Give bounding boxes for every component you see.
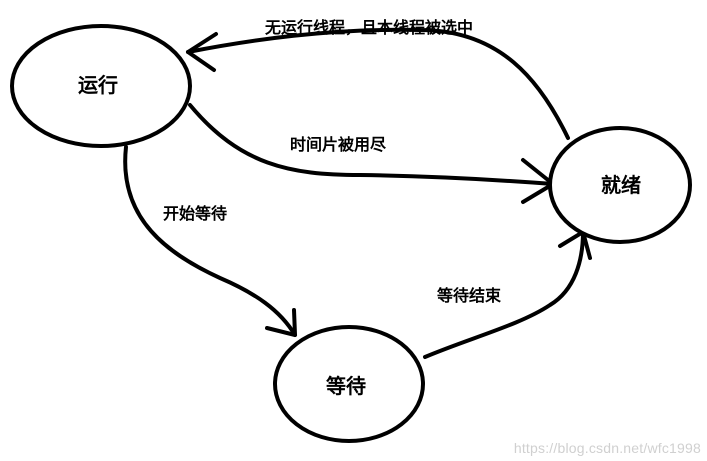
state-running-ellipse [10, 24, 192, 148]
state-ready-ellipse [548, 126, 692, 244]
state-waiting-label: 等待 [326, 374, 366, 398]
label-running-to-waiting: 开始等待 [163, 204, 227, 223]
edge-ready-to-running [186, 27, 570, 140]
edge-running-to-waiting [123, 145, 297, 337]
state-ready-label: 就绪 [601, 173, 641, 197]
state-running-label: 运行 [78, 73, 118, 97]
state-waiting-ellipse [273, 325, 425, 443]
label-waiting-to-ready: 等待结束 [436, 286, 502, 305]
label-running-to-ready: 时间片被用尽 [290, 135, 387, 154]
label-ready-to-running: 无运行线程，且本线程被选中 [264, 18, 473, 37]
watermark-text: https://blog.csdn.net/wfc1998 [513, 440, 701, 456]
